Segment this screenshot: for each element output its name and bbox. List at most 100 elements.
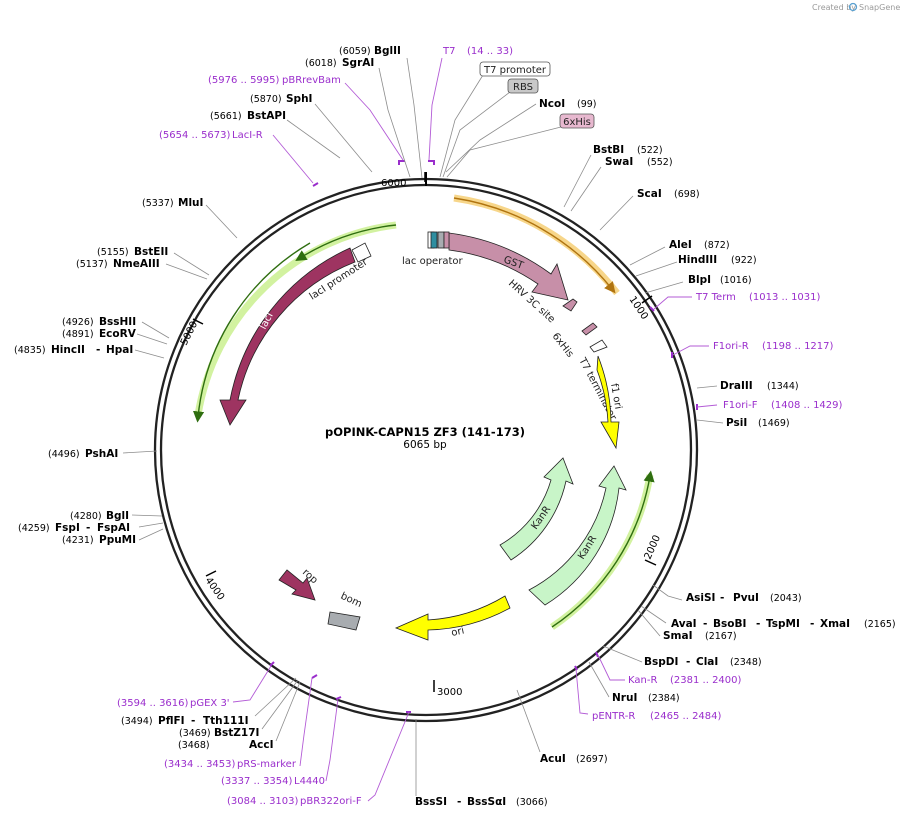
his-tag-label: 6xHis xyxy=(550,331,576,360)
svg-text:(2348): (2348) xyxy=(730,657,762,668)
svg-text:(1469): (1469) xyxy=(758,418,790,429)
enzyme-labels: (6059) BglII (6018) SgrAI (5870) SphI (5… xyxy=(14,45,896,808)
svg-text:(1344): (1344) xyxy=(767,381,799,392)
lac-operator-label: lac operator xyxy=(402,256,463,267)
enzyme-hindIII: HindIII xyxy=(678,254,717,266)
svg-text:(522): (522) xyxy=(637,145,663,156)
enzyme-fspAI: FspAI xyxy=(97,522,130,534)
svg-text:(3594 .. 3616): (3594 .. 3616) xyxy=(117,698,189,709)
svg-text:(3469): (3469) xyxy=(179,728,211,739)
bom-feature[interactable] xyxy=(327,611,361,631)
enzyme-nruI: NruI xyxy=(612,692,637,704)
svg-text:(4891): (4891) xyxy=(62,329,94,340)
green-arrow-left-a xyxy=(295,224,397,261)
enzyme-acuI: AcuI xyxy=(540,753,566,765)
green-halo-right xyxy=(550,474,654,630)
svg-text:(3494): (3494) xyxy=(121,716,153,727)
laci-promoter-feature[interactable] xyxy=(351,242,372,263)
svg-text:(1198 .. 1217): (1198 .. 1217) xyxy=(762,341,834,352)
svg-text:(5661): (5661) xyxy=(210,111,242,122)
enzyme-claI: ClaI xyxy=(696,656,718,668)
t7-terminator-feature[interactable] xyxy=(589,339,608,353)
enzyme-pvuI: PvuI xyxy=(733,592,759,604)
svg-text:(3084 .. 3103): (3084 .. 3103) xyxy=(227,796,299,807)
enzyme-bstAPI: BstAPI xyxy=(247,110,286,122)
svg-text:(698): (698) xyxy=(674,189,700,200)
enzyme-bglI: BglI xyxy=(106,510,129,522)
svg-text:(1013 .. 1031): (1013 .. 1031) xyxy=(749,292,821,303)
his-tag-feature[interactable] xyxy=(581,322,598,336)
enzyme-swaI: SwaI xyxy=(605,156,633,168)
enzyme-mluI: MluI xyxy=(178,197,203,209)
svg-text:(99): (99) xyxy=(577,99,597,110)
svg-text:(3066): (3066) xyxy=(516,797,548,808)
svg-text:(4280): (4280) xyxy=(70,511,102,522)
tick-6000: 6000 xyxy=(381,178,406,189)
enzyme-nmeAIII: NmeAIII xyxy=(113,258,160,270)
enzyme-hpaI: HpaI xyxy=(106,344,133,356)
enzyme-bspDI: BspDI xyxy=(644,656,678,668)
boxed-labels: T7 promoter RBS 6xHis xyxy=(479,61,595,129)
credit-brand: SnapGene xyxy=(859,3,900,12)
enzyme-xmaI: XmaI xyxy=(820,618,850,630)
svg-text:(2167): (2167) xyxy=(705,631,737,642)
enzyme-tspMI: TspMI xyxy=(766,618,800,630)
enzyme-aleI: AleI xyxy=(669,239,692,251)
svg-text:-: - xyxy=(810,618,814,630)
enzyme-pshAI: PshAI xyxy=(85,448,118,460)
rop-feature[interactable] xyxy=(278,569,316,601)
bom-label: bom xyxy=(339,591,364,610)
svg-text:(5976 .. 5995): (5976 .. 5995) xyxy=(208,75,280,86)
tick-3000: 3000 xyxy=(437,687,462,698)
snapgene-credit: Created by SnapGene xyxy=(812,2,900,12)
svg-text:-: - xyxy=(756,618,760,630)
svg-text:(5870): (5870) xyxy=(250,94,282,105)
rbs-box xyxy=(507,78,539,94)
svg-text:(3434 .. 3453): (3434 .. 3453) xyxy=(164,759,236,770)
ori-feature[interactable] xyxy=(394,595,511,641)
f1-ori-feature[interactable] xyxy=(596,355,620,450)
svg-text:(6059): (6059) xyxy=(339,46,371,57)
svg-text:(2697): (2697) xyxy=(576,754,608,765)
orange-arrow xyxy=(453,197,616,294)
enzyme-bssSaI: BssSαI xyxy=(467,796,506,808)
snapgene-logo-icon xyxy=(848,2,858,12)
primer-leader-lines xyxy=(232,57,718,802)
primer-pbrrevbam: pBRrevBam xyxy=(282,75,341,86)
enzyme-tth111I: Tth111I xyxy=(203,715,248,727)
enzyme-blpI: BlpI xyxy=(688,274,711,286)
primer-pbr322ori-f: pBR322ori-F xyxy=(300,796,362,807)
enzyme-bsoBI: BsoBI xyxy=(713,618,746,630)
svg-text:-: - xyxy=(457,796,461,808)
svg-text:(2165): (2165) xyxy=(864,619,896,630)
kanr-feature-outer[interactable] xyxy=(528,465,627,606)
primer-pentr-r: pENTR-R xyxy=(592,711,635,722)
enzyme-smaI: SmaI xyxy=(663,630,693,642)
svg-text:(5155): (5155) xyxy=(97,247,129,258)
his-box xyxy=(559,113,595,129)
kanr-feature-inner[interactable] xyxy=(499,457,574,561)
svg-text:(4496): (4496) xyxy=(48,449,80,460)
svg-text:-: - xyxy=(720,592,724,604)
primer-f1ori-r: F1ori-R xyxy=(713,341,749,352)
svg-text:(4835): (4835) xyxy=(14,345,46,356)
svg-text:(2381 .. 2400): (2381 .. 2400) xyxy=(670,675,742,686)
enzyme-scaI: ScaI xyxy=(637,188,662,200)
hrv-3c-site-feature[interactable] xyxy=(562,298,578,312)
primer-pgex3: pGEX 3' xyxy=(190,698,230,709)
enzyme-ecoRV: EcoRV xyxy=(99,328,137,340)
laci-feature[interactable] xyxy=(219,247,356,426)
t7-promoter-label: T7 promoter xyxy=(483,65,547,76)
enzyme-sphI: SphI xyxy=(286,93,312,105)
svg-text:(2384): (2384) xyxy=(648,693,680,704)
gst-feature[interactable] xyxy=(448,232,569,301)
green-arrow-left-b xyxy=(192,242,311,423)
svg-text:(14 .. 33): (14 .. 33) xyxy=(467,46,513,57)
credit-text: Created by xyxy=(812,3,856,12)
svg-text:-: - xyxy=(191,715,195,727)
svg-text:-: - xyxy=(86,522,90,534)
svg-text:(5654 .. 5673): (5654 .. 5673) xyxy=(159,130,231,141)
enzyme-bglII: BglII xyxy=(374,45,401,57)
lac-operator-feature[interactable] xyxy=(427,231,450,249)
svg-text:(4231): (4231) xyxy=(62,535,94,546)
